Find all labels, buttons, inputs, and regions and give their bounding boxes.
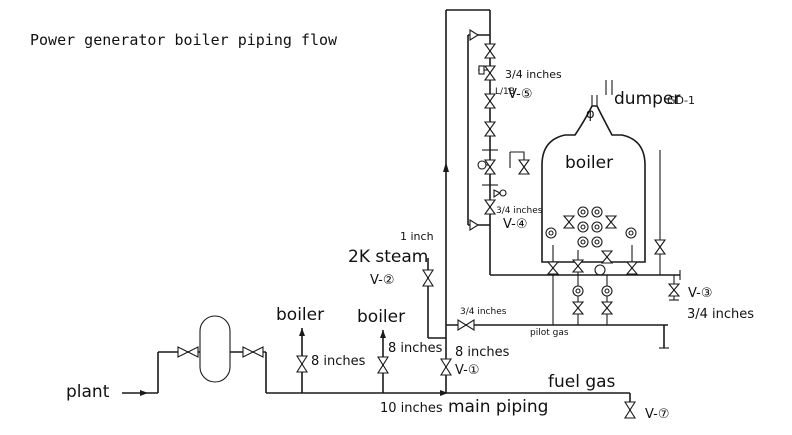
boiler-branch-2-label: boiler xyxy=(357,307,405,327)
valve-v1-label: V-① xyxy=(455,363,479,378)
pilot-gas-label: pilot gas xyxy=(530,328,569,338)
diagram-title: Power generator boiler piping flow xyxy=(30,31,338,49)
plant-label: plant xyxy=(66,382,110,402)
train-valve-2-icon xyxy=(483,65,497,81)
valve-v7-icon xyxy=(624,401,636,419)
right-size: 3/4 inches xyxy=(687,307,754,322)
burner-instruments xyxy=(545,206,637,276)
valve-v3-label: V-③ xyxy=(688,286,712,301)
dumper-label: dumper xyxy=(614,89,680,109)
valve-v4-label: V-④ xyxy=(503,217,527,232)
boiler-branch-2 xyxy=(377,330,389,393)
mid-size: 3/4 inches xyxy=(496,206,543,216)
train-valve-1-icon xyxy=(483,43,497,59)
fuel-gas-label: fuel gas xyxy=(548,372,616,392)
train-valve-3-icon xyxy=(483,121,497,137)
control-valve-icon xyxy=(509,151,531,175)
valve-v5-label: V-⑤ xyxy=(508,87,532,102)
boiler-vessel xyxy=(541,95,646,263)
small-tag: L/1B xyxy=(495,87,515,97)
train-valve-4-icon xyxy=(483,159,497,175)
boiler-branch-1-size: 8 inches xyxy=(311,354,366,369)
relief-valve-icon xyxy=(493,189,507,199)
steam-size: 1 inch xyxy=(400,230,434,243)
valve-v5-icon xyxy=(483,93,497,109)
dumper-tag: GD-1 xyxy=(667,94,695,107)
boiler-branch-2-size: 8 inches xyxy=(388,341,443,356)
outlet-valve-icon xyxy=(242,346,264,358)
separator-vessel xyxy=(199,315,231,383)
inlet-valve-icon xyxy=(177,346,199,358)
boiler-branch-1-label: boiler xyxy=(276,305,324,325)
pilot-line-size: 3/4 inches xyxy=(460,307,507,317)
main-piping-label: main piping xyxy=(448,397,548,417)
valve-v2-label: V-② xyxy=(370,273,394,288)
riser-size: 8 inches xyxy=(455,345,510,360)
upper-size: 3/4 inches xyxy=(505,68,562,81)
bypass-train xyxy=(467,29,490,231)
valve-v7-label: V-⑦ xyxy=(645,407,669,422)
boiler-label: boiler xyxy=(565,153,613,173)
steam-line xyxy=(422,258,446,339)
main-piping-size: 10 inches xyxy=(380,401,443,416)
steam-label: 2K steam xyxy=(348,247,428,267)
boiler-branch-1 xyxy=(296,328,308,393)
boiler-header xyxy=(490,245,681,325)
phi-symbol: φ xyxy=(586,107,595,122)
valve-v4-icon xyxy=(483,199,497,215)
right-branch xyxy=(653,150,681,301)
pilot-gas-line xyxy=(446,319,669,349)
